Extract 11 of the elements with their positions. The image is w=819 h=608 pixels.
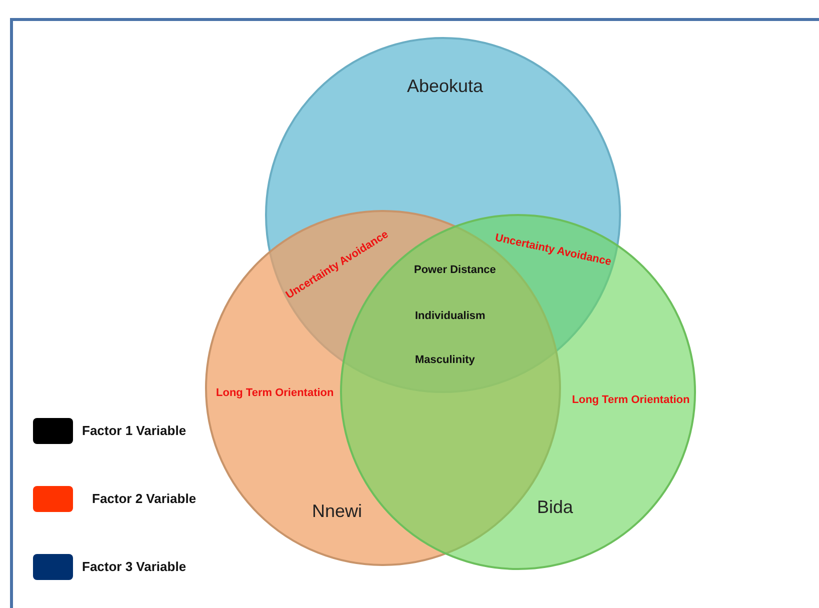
legend-label: Factor 1 Variable: [82, 423, 186, 438]
circle-label: Nnewi: [312, 501, 362, 522]
variable-label: Long Term Orientation: [216, 387, 334, 399]
circle-label: Abeokuta: [406, 76, 484, 97]
variable-label: Long Term Orientation: [572, 394, 690, 406]
variable-label: Individualism: [415, 310, 486, 322]
legend-label: Factor 3 Variable: [82, 559, 186, 574]
legend-label: Factor 2 Variable: [92, 491, 196, 506]
variable-label: Power Distance: [414, 264, 496, 276]
variable-label: Masculinity: [415, 354, 475, 366]
circle-label: Bida: [536, 497, 574, 518]
